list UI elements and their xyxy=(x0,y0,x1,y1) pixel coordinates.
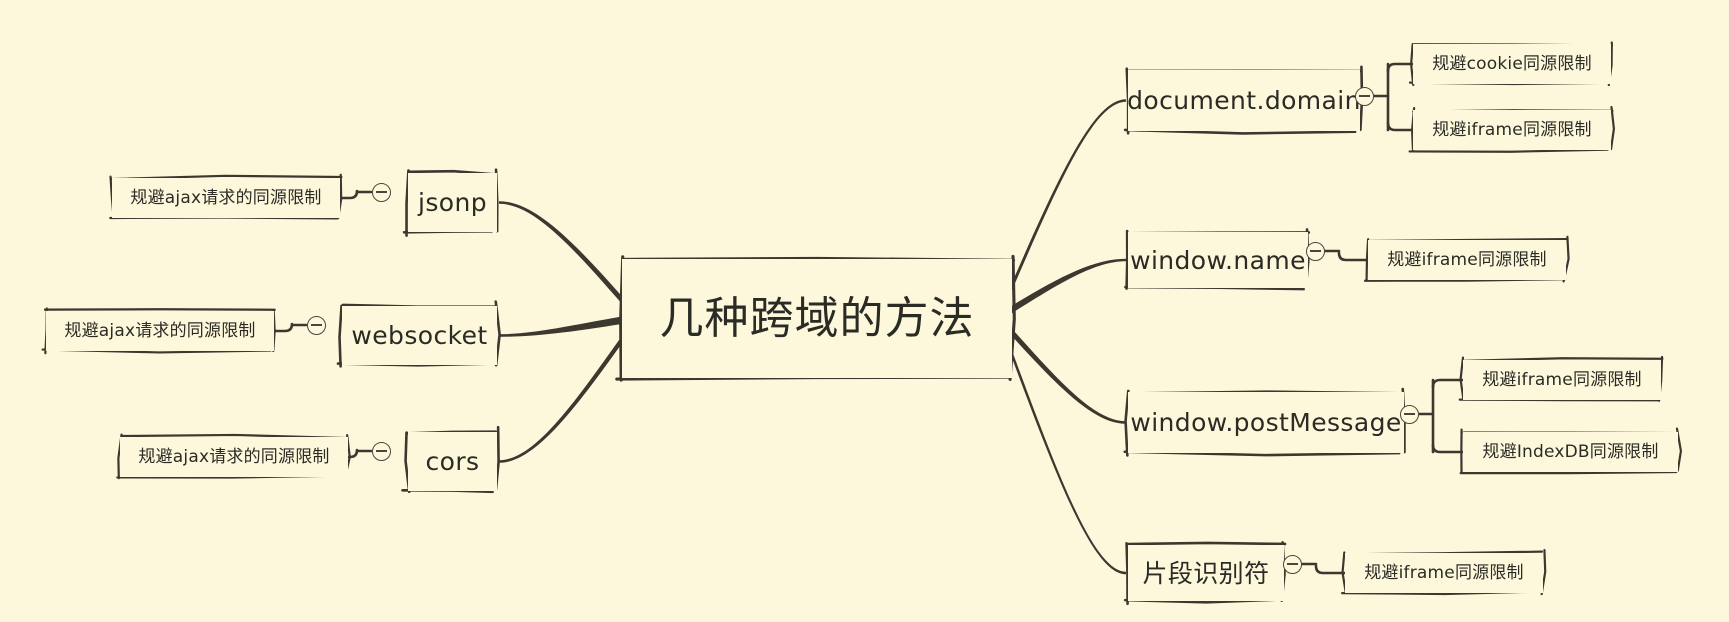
leaf-node-doc-domain-cookie-label: 规避cookie同源限制 xyxy=(1432,53,1592,74)
branch-node-window-postmessage[interactable]: window.postMessage xyxy=(1128,392,1404,453)
collapse-toggle-cors[interactable] xyxy=(371,441,391,461)
collapse-toggle-window-postmessage[interactable] xyxy=(1399,404,1419,424)
branch-node-window-name-label: window.name xyxy=(1130,245,1306,275)
leaf-node-fragment-iframe-label: 规避iframe同源限制 xyxy=(1364,562,1524,583)
branch-node-jsonp-label: jsonp xyxy=(418,188,487,217)
branch-node-websocket-label: websocket xyxy=(351,321,488,350)
collapse-toggle-window-name[interactable] xyxy=(1305,241,1325,261)
leaf-node-websocket-ajax-label: 规避ajax请求的同源限制 xyxy=(64,320,256,341)
branch-node-window-postmessage-label: window.postMessage xyxy=(1130,408,1402,437)
leaf-node-doc-domain-iframe-label: 规避iframe同源限制 xyxy=(1432,119,1592,140)
branch-node-document-domain-label: document.domain xyxy=(1127,86,1361,115)
branch-node-websocket[interactable]: websocket xyxy=(342,306,497,365)
branch-node-fragment-identifier-label: 片段识别符 xyxy=(1142,558,1270,588)
leaf-node-window-name-iframe[interactable]: 规避iframe同源限制 xyxy=(1368,240,1566,280)
collapse-toggle-document-domain[interactable] xyxy=(1354,86,1374,106)
leaf-node-jsonp-ajax-label: 规避ajax请求的同源限制 xyxy=(130,187,322,208)
collapse-toggle-fragment-identifier[interactable] xyxy=(1282,554,1302,574)
collapse-toggle-jsonp[interactable] xyxy=(371,182,391,202)
leaf-node-postmsg-iframe[interactable]: 规避iframe同源限制 xyxy=(1463,360,1661,400)
leaf-node-jsonp-ajax[interactable]: 规避ajax请求的同源限制 xyxy=(112,178,340,218)
branch-node-cors[interactable]: cors xyxy=(408,432,497,491)
branch-node-jsonp[interactable]: jsonp xyxy=(408,173,497,232)
leaf-node-window-name-iframe-label: 规避iframe同源限制 xyxy=(1387,249,1547,270)
branch-node-fragment-identifier[interactable]: 片段识别符 xyxy=(1128,545,1284,601)
branch-node-window-name[interactable]: window.name xyxy=(1128,232,1308,288)
leaf-node-fragment-iframe[interactable]: 规避iframe同源限制 xyxy=(1345,553,1543,593)
root-node-label: 几种跨域的方法 xyxy=(659,292,975,344)
leaf-node-cors-ajax[interactable]: 规避ajax请求的同源限制 xyxy=(120,437,348,477)
leaf-node-postmsg-iframe-label: 规避iframe同源限制 xyxy=(1482,369,1642,390)
leaf-node-postmsg-indexdb[interactable]: 规避IndexDB同源限制 xyxy=(1463,432,1678,472)
branch-node-document-domain[interactable]: document.domain xyxy=(1127,70,1361,131)
collapse-toggle-websocket[interactable] xyxy=(306,315,326,335)
branch-node-cors-label: cors xyxy=(425,447,480,476)
leaf-node-cors-ajax-label: 规避ajax请求的同源限制 xyxy=(138,446,330,467)
leaf-node-websocket-ajax[interactable]: 规避ajax请求的同源限制 xyxy=(46,311,274,351)
root-node[interactable]: 几种跨域的方法 xyxy=(622,259,1012,378)
leaf-node-postmsg-indexdb-label: 规避IndexDB同源限制 xyxy=(1482,441,1659,462)
leaf-node-doc-domain-iframe[interactable]: 规避iframe同源限制 xyxy=(1413,110,1611,150)
leaf-node-doc-domain-cookie[interactable]: 规避cookie同源限制 xyxy=(1413,44,1611,84)
